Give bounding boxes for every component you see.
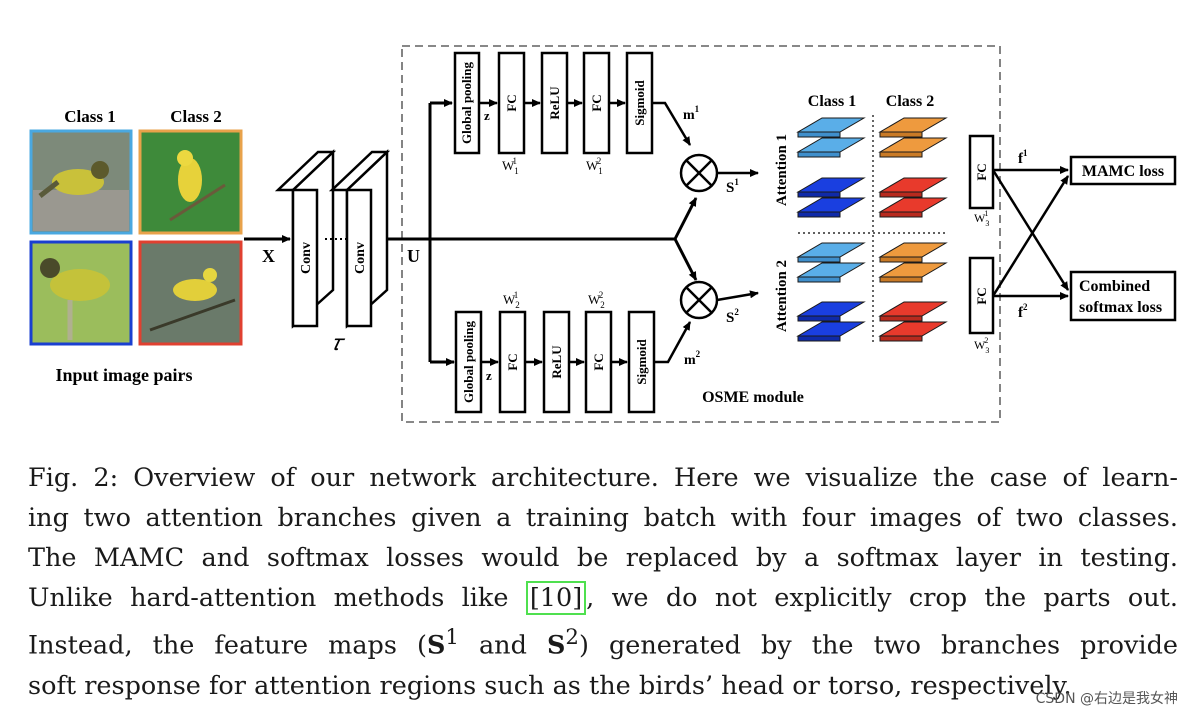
svg-text:FC: FC <box>505 353 520 370</box>
svg-text:Combined: Combined <box>1079 278 1150 295</box>
caption-line-2: ing two attention branches given a train… <box>28 503 1178 533</box>
svg-text:Sigmoid: Sigmoid <box>634 338 649 384</box>
bird-image-class1-top <box>29 129 133 235</box>
f1-label: f1 <box>1018 148 1028 167</box>
tau-label: 𝜏 <box>332 330 346 355</box>
svg-text:ReLU: ReLU <box>549 345 564 379</box>
conv-block-1: Conv <box>274 149 337 329</box>
w1-bottom: W21 <box>503 290 520 310</box>
osme-module-frame <box>401 45 1001 423</box>
svg-text:Global pooling: Global pooling <box>459 62 474 144</box>
x-label: X <box>262 246 275 266</box>
bird-image-class2-top <box>138 129 243 235</box>
w3-top-label: W31 <box>974 209 989 228</box>
svg-text:MAMC loss: MAMC loss <box>1082 163 1164 180</box>
w2-top: W12 <box>586 156 603 176</box>
feature-maps <box>796 117 948 342</box>
conv-block-2: Conv <box>328 149 391 329</box>
w1-top: W11 <box>502 156 518 176</box>
global-pooling-block-bottom: Global pooling <box>454 310 483 414</box>
attention1-label: Attention 1 <box>774 134 790 206</box>
s2-label: S2 <box>726 307 739 326</box>
input-caption: Input image pairs <box>55 365 192 385</box>
caption-line-4: Unlike hard-attention methods like [10],… <box>28 581 1178 615</box>
mamc-loss-box: MAMC loss <box>1069 155 1177 186</box>
citation-link[interactable]: [10] <box>525 581 587 615</box>
class2-label: Class 2 <box>170 107 221 126</box>
sigmoid-block-top: Sigmoid <box>625 51 654 155</box>
architecture-figure: Class 1 Class 2 Input image pairs X Conv <box>29 45 1177 423</box>
svg-text:Global pooling: Global pooling <box>461 321 476 403</box>
w2-bottom: W22 <box>588 290 605 310</box>
svg-text:FC: FC <box>974 163 989 180</box>
fc-block-top-2: FC <box>582 51 611 155</box>
m2-label: m2 <box>684 349 701 368</box>
z-label-top: z <box>484 108 490 123</box>
figure-caption: Fig. 2: Overview of our network architec… <box>28 458 1178 706</box>
conv-label-2: Conv <box>353 242 368 274</box>
osme-label: OSME module <box>702 389 804 406</box>
fc-block-top-1: FC <box>497 51 526 155</box>
relu-block-bottom: ReLU <box>542 310 571 414</box>
bird-image-class1-bottom <box>29 240 133 346</box>
caption-line-1: Fig. 2: Overview of our network architec… <box>28 463 1178 493</box>
sigmoid-block-bottom: Sigmoid <box>627 310 656 414</box>
fc-w3-bottom: FC <box>968 256 995 335</box>
global-pooling-block-top: Global pooling <box>453 51 481 155</box>
caption-line-3: The MAMC and softmax losses would be rep… <box>28 543 1178 573</box>
relu-block-top: ReLU <box>540 51 569 155</box>
z-label-bottom: z <box>486 368 492 383</box>
combined-softmax-loss-box: Combined softmax loss <box>1069 270 1177 322</box>
fc-block-bottom-2: FC <box>584 310 613 414</box>
multiply-node-bottom <box>679 280 719 320</box>
s1-label: S1 <box>726 177 739 196</box>
caption-line-5: Instead, the feature maps (S1 and S2) ge… <box>28 625 1178 661</box>
fc-block-bottom-1: FC <box>498 310 527 414</box>
svg-text:ReLU: ReLU <box>547 86 562 120</box>
svg-text:FC: FC <box>974 287 989 304</box>
top-branch: Global pooling z FC ReLU FC Sigmoid W11 … <box>453 51 700 176</box>
m1-label: m1 <box>683 104 700 123</box>
bird-image-class2-bottom <box>138 240 243 346</box>
caption-line-6: soft response for attention regions such… <box>28 670 1072 701</box>
conv-label-1: Conv <box>299 242 314 274</box>
attention2-label: Attention 2 <box>774 260 790 332</box>
f2-label: f2 <box>1018 302 1028 321</box>
class1-label: Class 1 <box>64 107 115 126</box>
attention-class2-label: Class 2 <box>886 93 934 110</box>
svg-text:FC: FC <box>591 353 606 370</box>
svg-text:FC: FC <box>504 94 519 111</box>
u-label: U <box>407 246 420 266</box>
bottom-branch: Global pooling z FC ReLU FC Sigmoid W21 … <box>454 290 701 414</box>
csdn-watermark: CSDN @右边是我女神 <box>1035 691 1178 707</box>
attention-class1-label: Class 1 <box>808 93 856 110</box>
svg-text:softmax loss: softmax loss <box>1079 299 1162 316</box>
multiply-node-top <box>679 153 719 193</box>
svg-text:Sigmoid: Sigmoid <box>632 79 647 125</box>
fc-w3-top: FC <box>968 134 995 210</box>
svg-text:FC: FC <box>589 94 604 111</box>
w3-bottom-label: W32 <box>974 336 989 355</box>
